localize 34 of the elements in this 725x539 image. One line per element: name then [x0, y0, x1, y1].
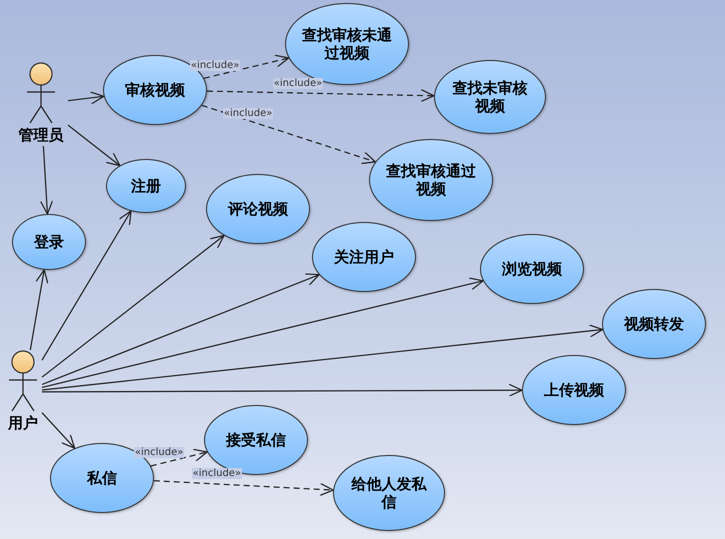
use-case-label: 视频转发	[622, 315, 685, 333]
use-case-label: 查找审核通过视频	[384, 162, 477, 198]
association-arrow	[68, 91, 104, 104]
association-arrow	[30, 269, 48, 350]
actor-label: 用户	[6, 414, 39, 432]
use-case-label: 给他人发私信	[350, 475, 428, 511]
include-arrow	[154, 480, 334, 496]
actor-label: 管理员	[18, 126, 64, 144]
use-case-label: 浏览视频	[501, 260, 563, 278]
association-arrow	[40, 146, 54, 215]
include-arrow	[204, 54, 290, 79]
association-arrow	[42, 234, 225, 378]
edge-label: «include»	[192, 468, 242, 480]
use-case-label: 登录	[32, 233, 65, 251]
include-arrow	[150, 448, 208, 467]
use-case-label: 注册	[130, 177, 162, 195]
association-arrow	[42, 277, 484, 388]
use-case-label: 私信	[86, 469, 118, 487]
use-case-label: 接受私信	[224, 431, 287, 449]
use-case-label: 评论视频	[226, 200, 289, 218]
include-arrow	[206, 88, 435, 102]
association-arrow	[41, 210, 132, 360]
association-arrow	[42, 412, 76, 449]
use-case-label: 审核视频	[124, 81, 186, 99]
use-case-label: 查找审核未通过视频	[300, 26, 393, 62]
association-arrow	[42, 273, 320, 386]
edge-label: «include»	[272, 78, 324, 90]
include-arrow	[202, 104, 376, 164]
association-arrow	[42, 384, 523, 397]
association-arrow	[68, 124, 120, 166]
association-arrow	[42, 324, 604, 391]
use-case-label: 关注用户	[332, 248, 395, 266]
use-case-label: 上传视频	[543, 381, 605, 399]
use-case-label: 查找未审核视频	[451, 79, 528, 115]
